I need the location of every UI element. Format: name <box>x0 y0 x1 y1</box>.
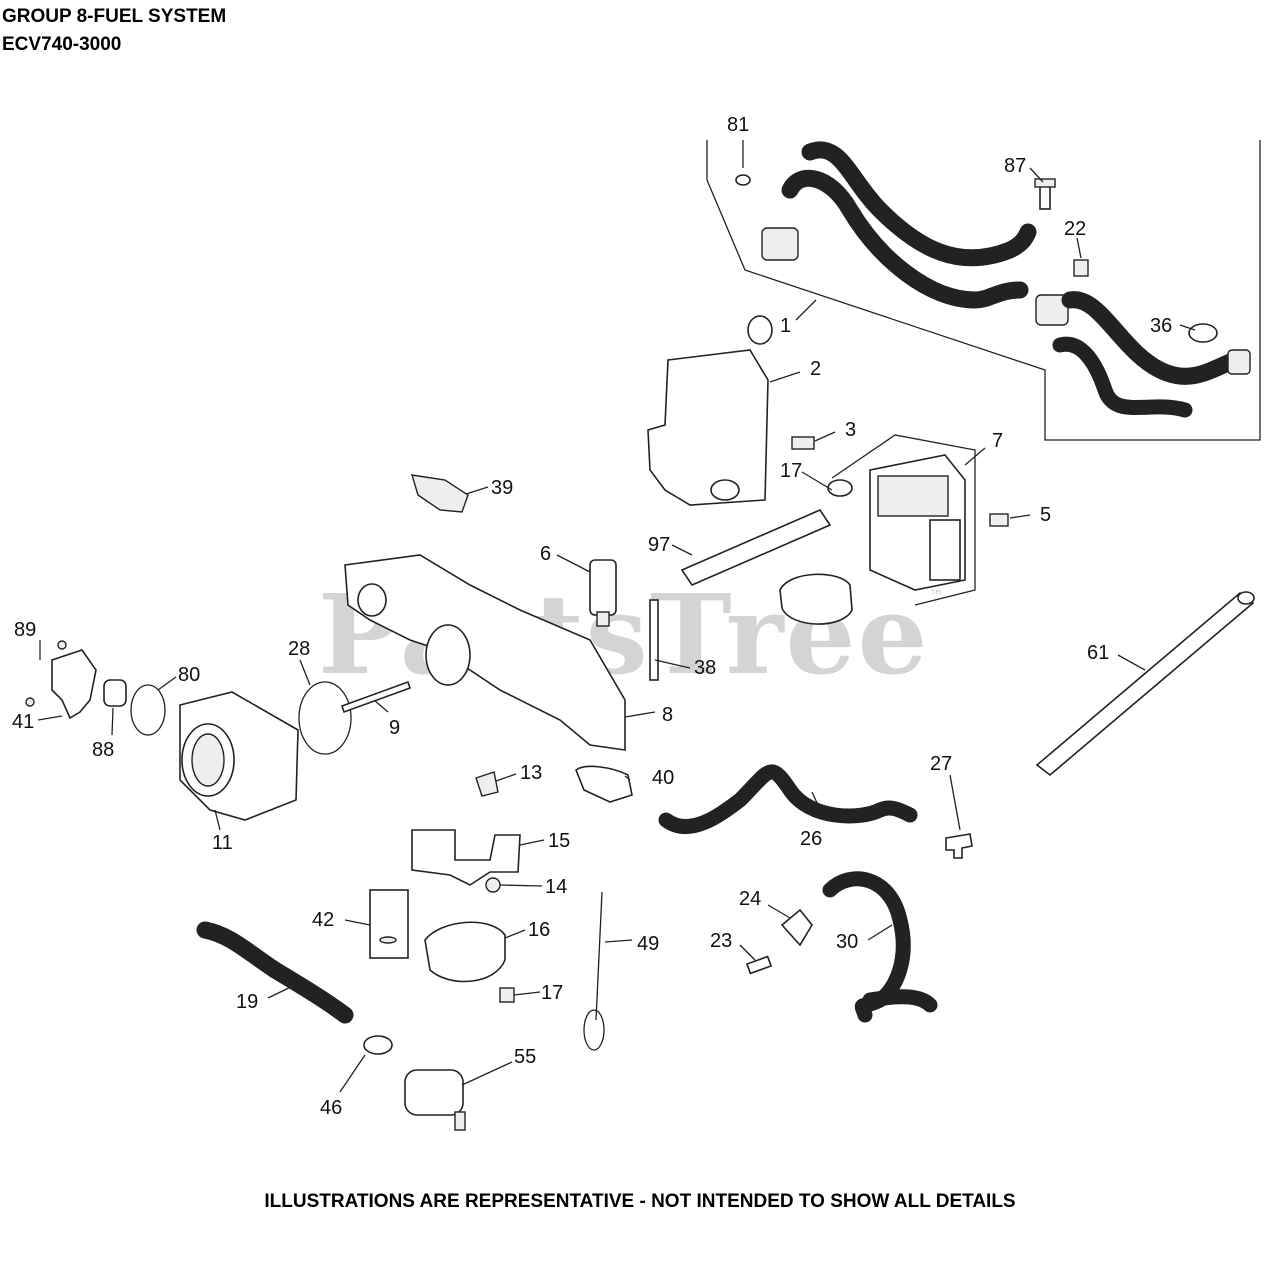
callout-30: 30 <box>836 931 858 953</box>
callout-19: 19 <box>236 991 258 1013</box>
kit-outline <box>706 140 1261 441</box>
cover-16[interactable] <box>424 921 506 983</box>
screw-89-b[interactable] <box>25 697 35 707</box>
pump-module-outline <box>831 434 976 606</box>
bracket-boss-bottom <box>710 479 740 501</box>
callout-15: 15 <box>548 830 570 852</box>
bolt-87-head <box>1034 178 1056 188</box>
callout-88: 88 <box>92 739 114 761</box>
inline-fuel-filter[interactable] <box>779 573 853 625</box>
decal-mark <box>379 936 397 944</box>
callout-17-upper: 17 <box>780 460 802 482</box>
callout-2: 2 <box>810 358 821 380</box>
gasket-40[interactable] <box>575 765 633 803</box>
filter-55-outlet <box>454 1111 466 1131</box>
callout-89: 89 <box>14 619 36 641</box>
callout-27: 27 <box>930 753 952 775</box>
callout-40: 40 <box>652 767 674 789</box>
callout-87: 87 <box>1004 155 1026 177</box>
cable-tie-49[interactable] <box>595 891 603 1021</box>
tube-61-end <box>1237 591 1255 605</box>
cable-tie-49-loop <box>583 1009 605 1051</box>
washer-81[interactable] <box>735 174 751 186</box>
clip-22[interactable] <box>1073 259 1089 277</box>
tee-fitting-27[interactable] <box>945 833 973 859</box>
connector-23[interactable] <box>745 955 773 975</box>
callout-39: 39 <box>491 477 513 499</box>
callout-14: 14 <box>545 876 567 898</box>
tube-61[interactable] <box>1035 591 1255 777</box>
adapter-41[interactable] <box>51 649 97 720</box>
callout-38: 38 <box>694 657 716 679</box>
screw-3[interactable] <box>791 436 815 450</box>
fuel-line-connector-left[interactable] <box>761 227 799 261</box>
callout-1: 1 <box>780 315 791 337</box>
callout-97: 97 <box>648 534 670 556</box>
callout-49: 49 <box>637 933 659 955</box>
callout-42: 42 <box>312 909 334 931</box>
callout-41: 41 <box>12 711 34 733</box>
fuel-filter-55[interactable] <box>404 1069 464 1116</box>
callout-3: 3 <box>845 419 856 441</box>
bracket-boss-top <box>747 315 773 345</box>
nut-13[interactable] <box>475 771 499 797</box>
hose-fitting-end[interactable] <box>1227 349 1251 375</box>
callout-46: 46 <box>320 1097 342 1119</box>
callout-61: 61 <box>1087 642 1109 664</box>
bolt-38[interactable] <box>649 599 659 681</box>
callout-23: 23 <box>710 930 732 952</box>
clamp-36[interactable] <box>1188 323 1218 343</box>
callout-6: 6 <box>540 543 551 565</box>
callout-55: 55 <box>514 1046 536 1068</box>
intake-manifold-8[interactable] <box>344 554 626 751</box>
callout-16: 16 <box>528 919 550 941</box>
fuel-line-connector-right[interactable] <box>1035 294 1069 326</box>
callout-28: 28 <box>288 638 310 660</box>
decal-42[interactable] <box>369 889 409 959</box>
callout-26: 26 <box>800 828 822 850</box>
callout-24: 24 <box>739 888 761 910</box>
screw-14[interactable] <box>485 877 501 893</box>
sensor-39[interactable] <box>411 474 469 513</box>
fuel-line-kit-group <box>706 140 1261 441</box>
callout-22: 22 <box>1064 218 1086 240</box>
callout-9: 9 <box>389 717 400 739</box>
callout-36: 36 <box>1150 315 1172 337</box>
fuel-injector-6[interactable] <box>589 559 617 616</box>
injector-tip <box>596 611 610 627</box>
manifold-throat <box>425 624 471 686</box>
stud-9[interactable] <box>340 680 412 714</box>
screw-17-lower[interactable] <box>499 987 515 1003</box>
pump-module-side <box>929 519 961 581</box>
hose-30-branch <box>862 989 938 1013</box>
clamp-46[interactable] <box>363 1035 393 1055</box>
callout-80: 80 <box>178 664 200 686</box>
manifold-port <box>357 583 387 617</box>
callout-5: 5 <box>1040 504 1051 526</box>
clamp-17-upper[interactable] <box>827 479 853 497</box>
disclaimer-note: ILLUSTRATIONS ARE REPRESENTATIVE - NOT I… <box>264 1191 1016 1212</box>
screw-5[interactable] <box>989 513 1009 527</box>
gasket-28[interactable] <box>298 681 352 755</box>
model-number: ECV740-3000 <box>2 34 122 55</box>
leader-lines <box>37 140 1196 1093</box>
screw-89-a[interactable] <box>57 640 67 650</box>
callout-7: 7 <box>992 430 1003 452</box>
callout-81: 81 <box>727 114 749 136</box>
page-title: GROUP 8-FUEL SYSTEM <box>2 6 227 27</box>
throttle-plate <box>191 733 225 787</box>
callout-labels: 81 87 22 36 1 2 3 7 17 5 39 6 97 38 8 9 … <box>12 114 1172 1119</box>
fuel-pump-bracket-2[interactable] <box>647 349 769 506</box>
tube-97[interactable] <box>680 508 832 587</box>
o-ring-80[interactable] <box>130 684 166 736</box>
valve-24[interactable] <box>780 908 813 947</box>
callout-17-lower: 17 <box>541 982 563 1004</box>
fitting-88[interactable] <box>103 679 127 707</box>
callout-8: 8 <box>662 704 673 726</box>
callout-11: 11 <box>212 832 233 854</box>
bracket-15[interactable] <box>411 829 521 886</box>
pump-module-top <box>877 475 949 517</box>
callout-13: 13 <box>520 762 542 784</box>
